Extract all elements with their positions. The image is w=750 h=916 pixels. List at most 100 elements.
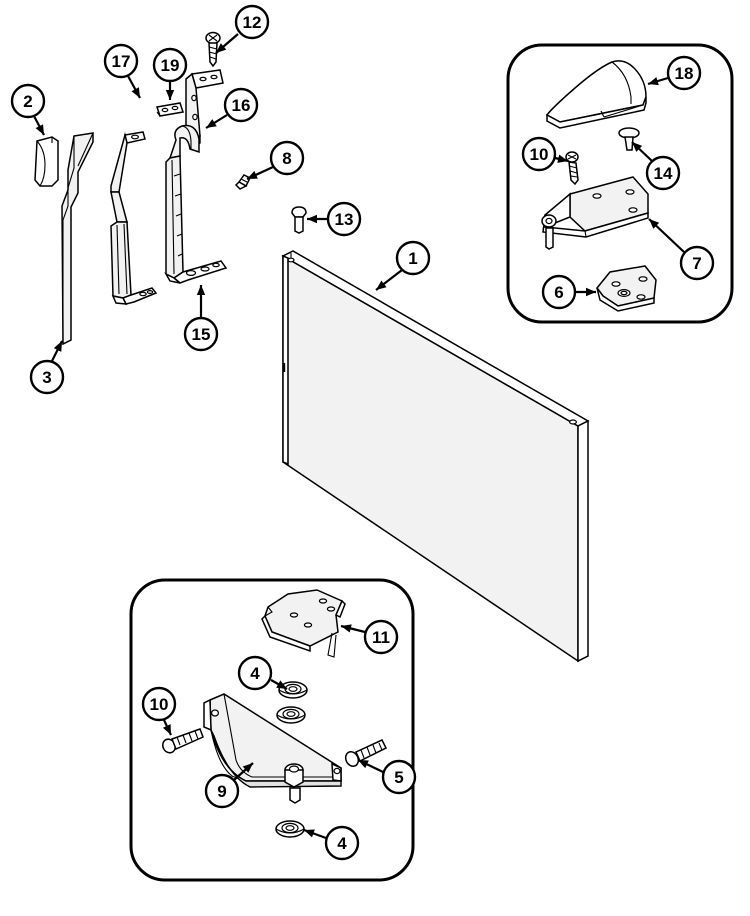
- leader-arrowhead-11: [341, 624, 352, 633]
- callout-circle-3: [29, 359, 65, 395]
- callout-label-13: 13: [335, 210, 354, 229]
- inset-box-group: [129, 43, 734, 882]
- leader-arrowhead-4: [276, 680, 287, 689]
- callout-circle-7: [679, 245, 715, 281]
- washer-4-lower: [275, 820, 305, 838]
- plug-14: [618, 127, 640, 151]
- screw-10-bottom: [162, 728, 204, 754]
- callout-circle-1: [395, 240, 431, 276]
- callout-circle-17: [103, 43, 139, 79]
- leader-arrowhead-10: [557, 154, 568, 163]
- leader-arrowhead-19: [165, 90, 175, 100]
- leader-arrowhead-10: [162, 724, 171, 735]
- leader-arrowhead-15: [196, 285, 206, 295]
- spacer-19: [156, 102, 184, 117]
- leader-arrowhead-14: [632, 142, 643, 152]
- callout-circle-8: [269, 140, 305, 176]
- plate-11: [261, 589, 346, 658]
- callout-12-to-screw-12[interactable]: 12: [234, 4, 270, 40]
- screw-12: [205, 31, 221, 68]
- plug-13: [291, 206, 307, 234]
- callout-circle-18: [666, 55, 702, 91]
- plate-6: [596, 265, 657, 312]
- leader-arrowhead-4: [304, 829, 315, 838]
- leader-arrowhead-1: [376, 280, 387, 290]
- callout-label-6: 6: [554, 283, 563, 302]
- leader-arrowhead-8: [247, 170, 258, 179]
- callout-circle-19: [152, 47, 188, 83]
- callout-6-to-plate-6[interactable]: 6: [541, 274, 577, 310]
- leader-line-group: [33, 33, 685, 840]
- callout-4-to-washer-4-lower[interactable]: 4: [324, 825, 360, 861]
- door-panel-1: [281, 250, 590, 663]
- end-cap-2: [34, 136, 59, 187]
- leader-arrowhead-13: [307, 214, 317, 224]
- callout-4-to-washer-4-upper[interactable]: 4: [237, 655, 273, 691]
- hinge-7: [541, 176, 649, 250]
- leader-arrowhead-7: [649, 219, 660, 229]
- callout-1-to-door-panel-1[interactable]: 1: [395, 240, 431, 276]
- callout-16-to-bracket-16[interactable]: 16: [223, 87, 259, 123]
- callout-17-to-bracket-17[interactable]: 17: [103, 43, 139, 79]
- callout-circle-13: [326, 201, 362, 237]
- callout-10-to-screw-10-bottom[interactable]: 10: [141, 686, 177, 722]
- callout-label-14: 14: [654, 164, 673, 183]
- callout-label-4: 4: [337, 834, 347, 853]
- callout-circle-4: [237, 655, 273, 691]
- callout-label-3: 3: [42, 368, 51, 387]
- bracket-15: [164, 124, 228, 284]
- callout-circle-11: [363, 619, 399, 655]
- callout-3-to-handle-3[interactable]: 3: [29, 359, 65, 395]
- leader-arrowhead-12: [216, 43, 227, 53]
- callout-13-to-plug-13[interactable]: 13: [326, 201, 362, 237]
- callout-circle-16: [223, 87, 259, 123]
- callout-label-19: 19: [161, 56, 180, 75]
- callout-circle-9: [204, 773, 240, 809]
- callout-circle-4: [324, 825, 360, 861]
- callout-circle-14: [645, 155, 681, 191]
- screw-10-top: [565, 151, 579, 186]
- callout-circle-15: [183, 316, 219, 352]
- callout-18-to-hinge-cover-18[interactable]: 18: [666, 55, 702, 91]
- screw-8: [234, 174, 252, 190]
- callout-label-16: 16: [232, 96, 251, 115]
- callout-label-15: 15: [192, 325, 211, 344]
- callout-15-to-bracket-15[interactable]: 15: [183, 316, 219, 352]
- bracket-17: [110, 131, 158, 305]
- callout-label-5: 5: [394, 768, 403, 787]
- callout-label-2: 2: [23, 92, 32, 111]
- callout-8-to-screw-8[interactable]: 8: [269, 140, 305, 176]
- callout-circle-2: [10, 83, 46, 119]
- callout-10-to-screw-10-top[interactable]: 10: [521, 136, 557, 172]
- screw-5: [344, 739, 388, 768]
- leader-arrowhead-16: [206, 119, 217, 128]
- callout-9-to-bracket-9[interactable]: 9: [204, 773, 240, 809]
- leader-arrowhead-17: [131, 87, 140, 98]
- callout-14-to-plug-14[interactable]: 14: [645, 155, 681, 191]
- washer-4-middle: [276, 706, 306, 724]
- handle-3: [61, 132, 94, 346]
- inset-box-bottom-hinge-detail: [129, 578, 415, 882]
- leader-arrowhead-6: [586, 287, 596, 297]
- callout-circle-5: [381, 759, 417, 795]
- callout-label-18: 18: [675, 64, 694, 83]
- leader-arrowhead-18: [648, 77, 659, 86]
- callout-label-10: 10: [150, 695, 169, 714]
- leader-arrowhead-9: [242, 763, 253, 773]
- callout-2-to-end-cap-2[interactable]: 2: [10, 83, 46, 119]
- inset-box-top-right-hinge-detail: [506, 43, 734, 324]
- callout-label-8: 8: [282, 149, 291, 168]
- callout-circle-12: [234, 4, 270, 40]
- callout-7-to-hinge-7[interactable]: 7: [679, 245, 715, 281]
- callout-circle-6: [541, 274, 577, 310]
- callout-5-to-screw-5[interactable]: 5: [381, 759, 417, 795]
- bracket-9: [203, 693, 342, 804]
- callout-label-17: 17: [112, 52, 131, 71]
- callout-label-4: 4: [250, 664, 260, 683]
- callout-label-11: 11: [372, 628, 390, 647]
- callout-label-1: 1: [408, 249, 417, 268]
- callout-11-to-plate-11[interactable]: 11: [363, 619, 399, 655]
- callout-19-to-spacer-19[interactable]: 19: [152, 47, 188, 83]
